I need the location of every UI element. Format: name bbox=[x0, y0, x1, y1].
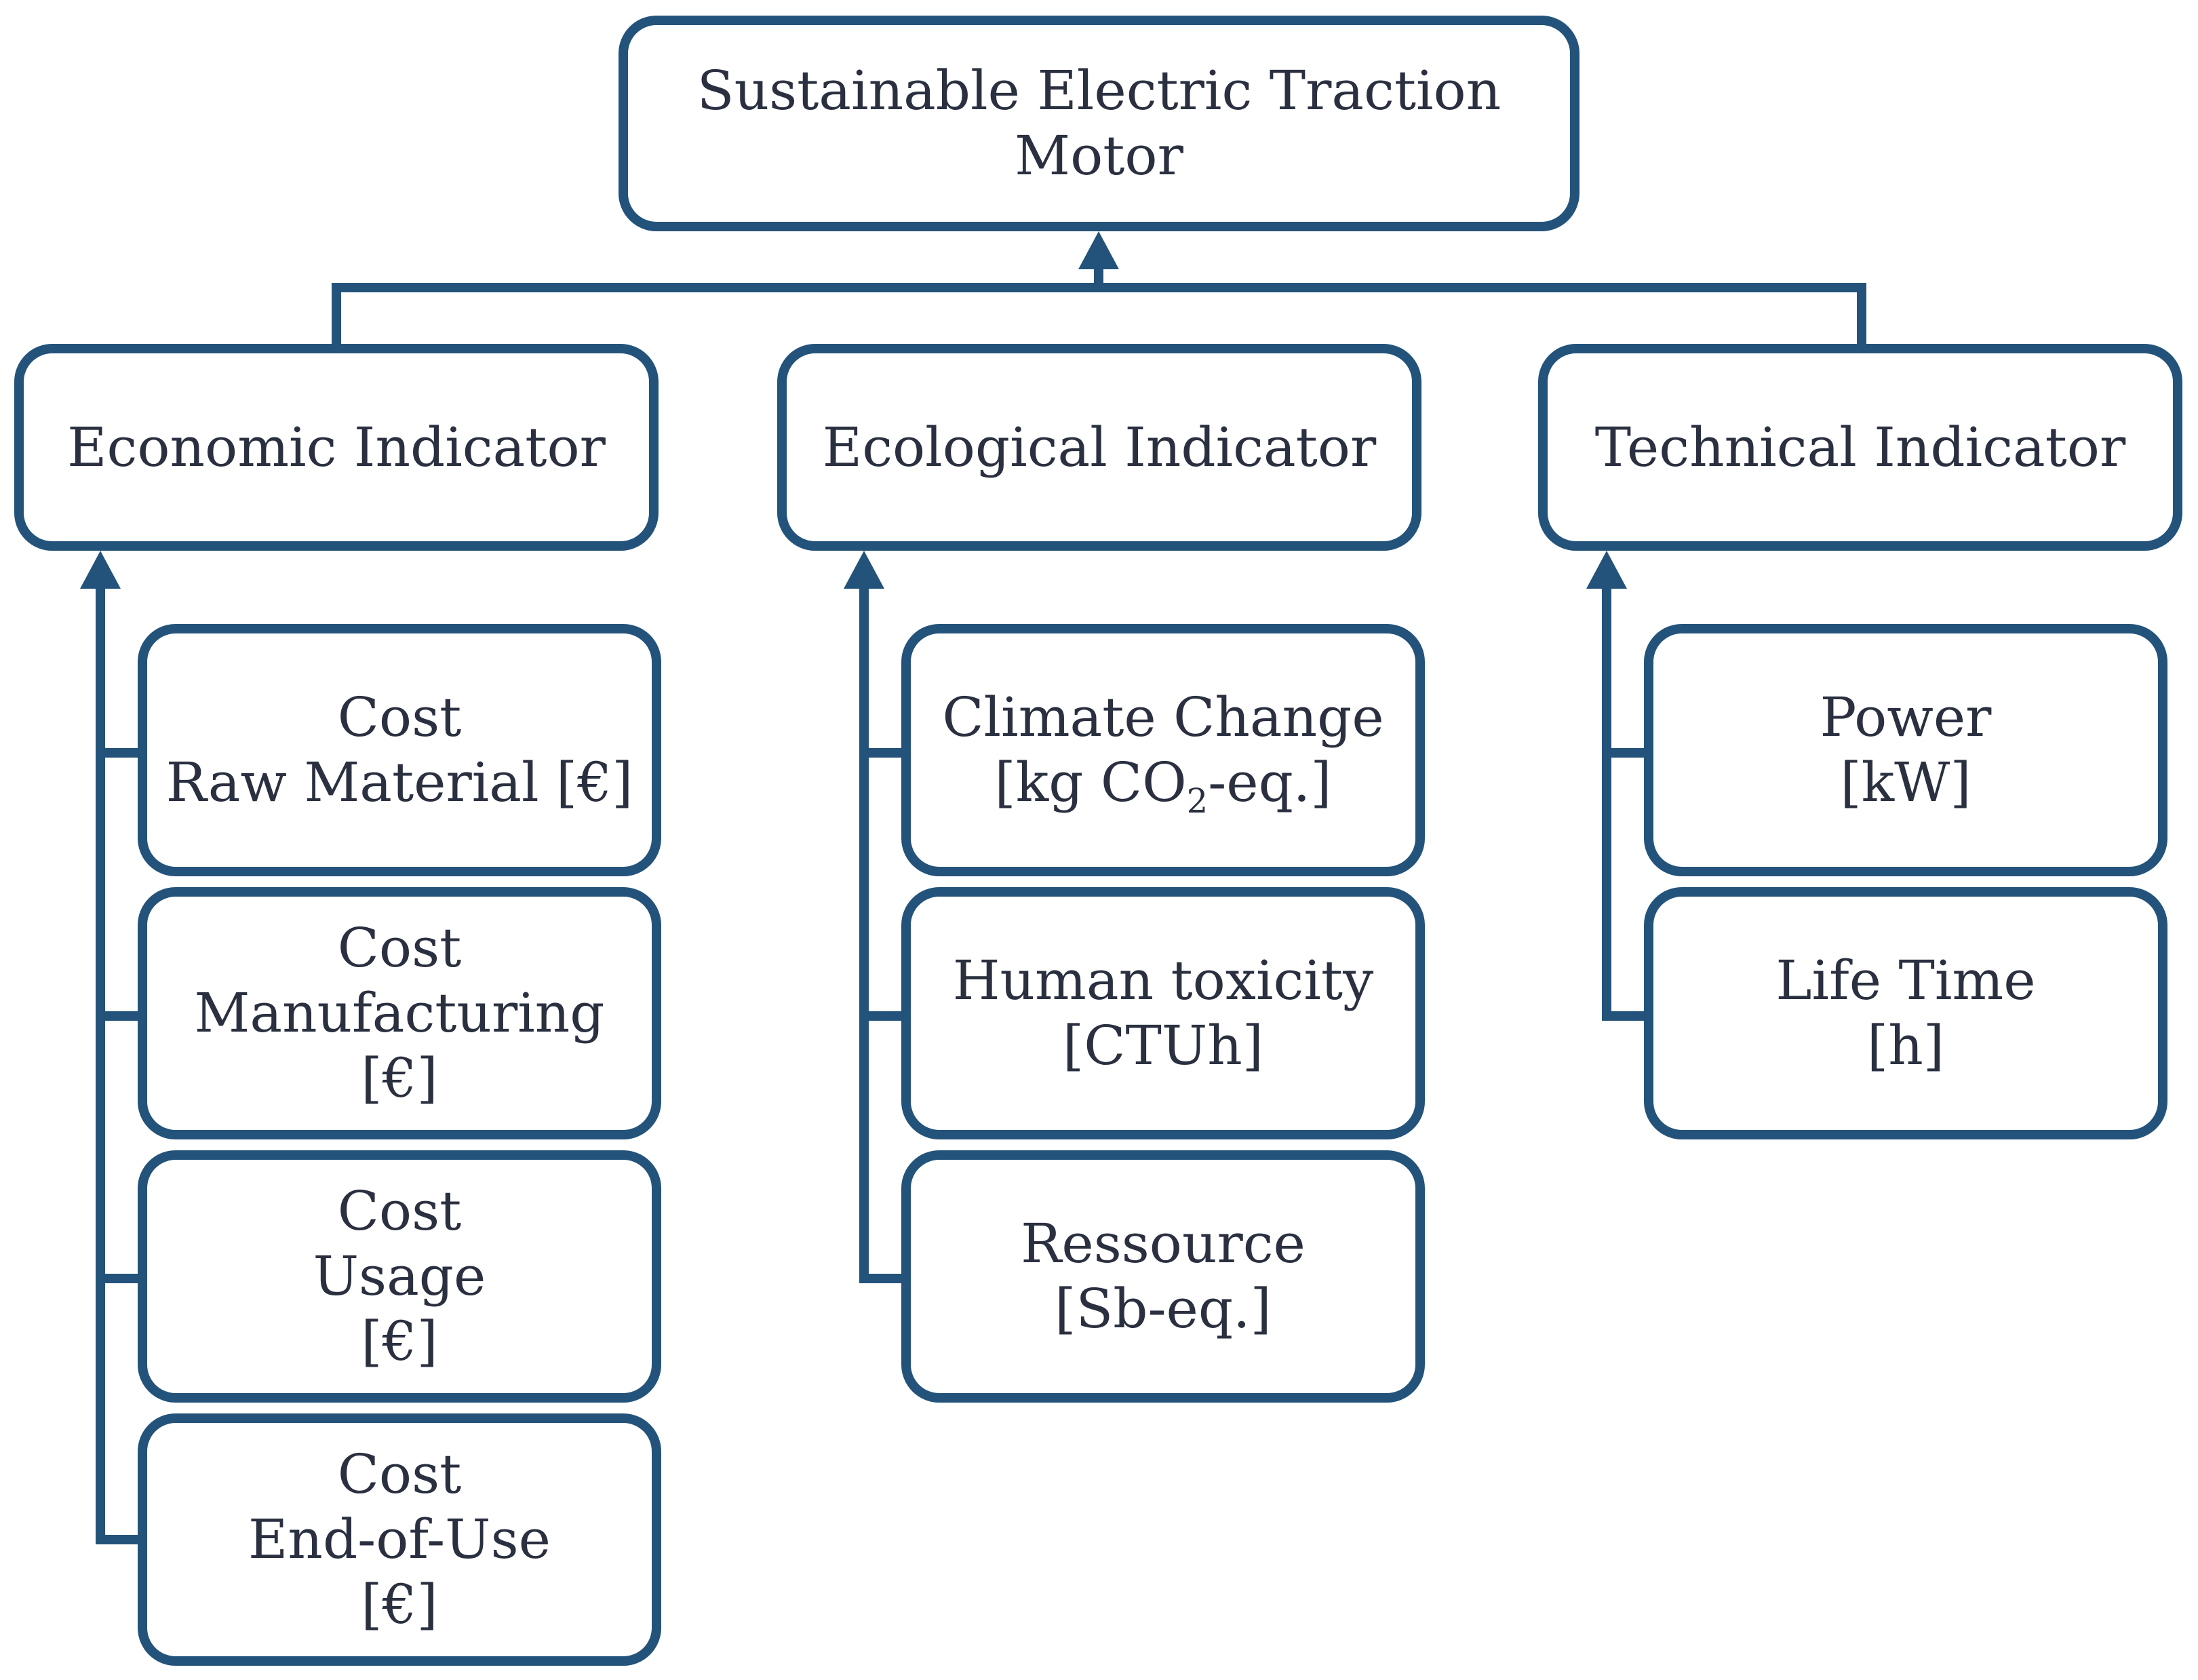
indicator-line-co2: [kg CO2-eq.] bbox=[994, 750, 1332, 818]
co2-suffix: -eq.] bbox=[1208, 751, 1332, 814]
arrowhead-ecological bbox=[844, 551, 884, 589]
connector-ecological-spine bbox=[859, 582, 906, 1283]
indicator-cost-manufacturing: Cost Manufacturing [€] bbox=[138, 887, 661, 1139]
root-line-1: Sustainable Electric Traction bbox=[696, 59, 1502, 122]
arrowhead-root bbox=[1078, 231, 1119, 269]
indicator-ressource: Ressource [Sb-eq.] bbox=[901, 1150, 1425, 1403]
category-economic: Economic Indicator bbox=[14, 344, 659, 551]
indicator-line: Cost bbox=[337, 916, 462, 979]
root-node: Sustainable Electric Traction Motor bbox=[619, 16, 1579, 231]
indicator-line: [h] bbox=[1867, 1014, 1944, 1077]
indicator-line: Usage bbox=[313, 1245, 486, 1308]
indicator-line: Manufacturing bbox=[194, 981, 605, 1044]
indicator-line: Human toxicity bbox=[952, 949, 1374, 1012]
co2-prefix: [kg CO bbox=[994, 751, 1187, 814]
indicator-line: End-of-Use bbox=[248, 1508, 551, 1571]
indicator-line: [€] bbox=[361, 1573, 438, 1636]
indicator-cost-usage: Cost Usage [€] bbox=[138, 1150, 661, 1403]
indicator-line: Cost bbox=[337, 686, 462, 749]
indicator-line: Ressource bbox=[1021, 1212, 1306, 1275]
indicator-line: Cost bbox=[337, 1179, 462, 1243]
indicator-line: Climate Change bbox=[942, 686, 1384, 749]
category-economic-label: Economic Indicator bbox=[67, 415, 606, 479]
indicator-line: [€] bbox=[361, 1310, 438, 1373]
indicator-line: Raw Material [€] bbox=[165, 751, 633, 814]
indicator-line: Cost bbox=[337, 1443, 462, 1506]
indicator-climate-change: Climate Change [kg CO2-eq.] bbox=[901, 624, 1425, 876]
indicator-line: [kW] bbox=[1840, 751, 1971, 814]
indicator-power: Power [kW] bbox=[1644, 624, 2167, 876]
indicator-line: [Sb-eq.] bbox=[1055, 1277, 1272, 1340]
indicator-cost-raw-material: Cost Raw Material [€] bbox=[138, 624, 661, 876]
category-technical: Technical Indicator bbox=[1538, 344, 2182, 551]
connector-economic-spine bbox=[96, 582, 142, 1544]
arrowhead-technical bbox=[1586, 551, 1627, 589]
indicator-line: Power bbox=[1820, 686, 1992, 749]
connector-category-bus bbox=[332, 283, 1866, 344]
indicator-line: [CTUh] bbox=[1063, 1014, 1263, 1077]
co2-subscript: 2 bbox=[1186, 781, 1209, 821]
arrowhead-economic bbox=[80, 551, 121, 589]
indicator-human-toxicity: Human toxicity [CTUh] bbox=[901, 887, 1425, 1139]
indicator-life-time: Life Time [h] bbox=[1644, 887, 2167, 1139]
connector-technical-spine bbox=[1602, 582, 1649, 1021]
category-technical-label: Technical Indicator bbox=[1594, 415, 2126, 479]
root-line-2: Motor bbox=[1015, 124, 1183, 187]
category-ecological-label: Ecological Indicator bbox=[822, 415, 1377, 479]
indicator-line: Life Time bbox=[1775, 949, 2036, 1012]
category-ecological: Ecological Indicator bbox=[777, 344, 1421, 551]
indicator-cost-end-of-use: Cost End-of-Use [€] bbox=[138, 1413, 661, 1666]
indicator-line: [€] bbox=[361, 1047, 438, 1110]
